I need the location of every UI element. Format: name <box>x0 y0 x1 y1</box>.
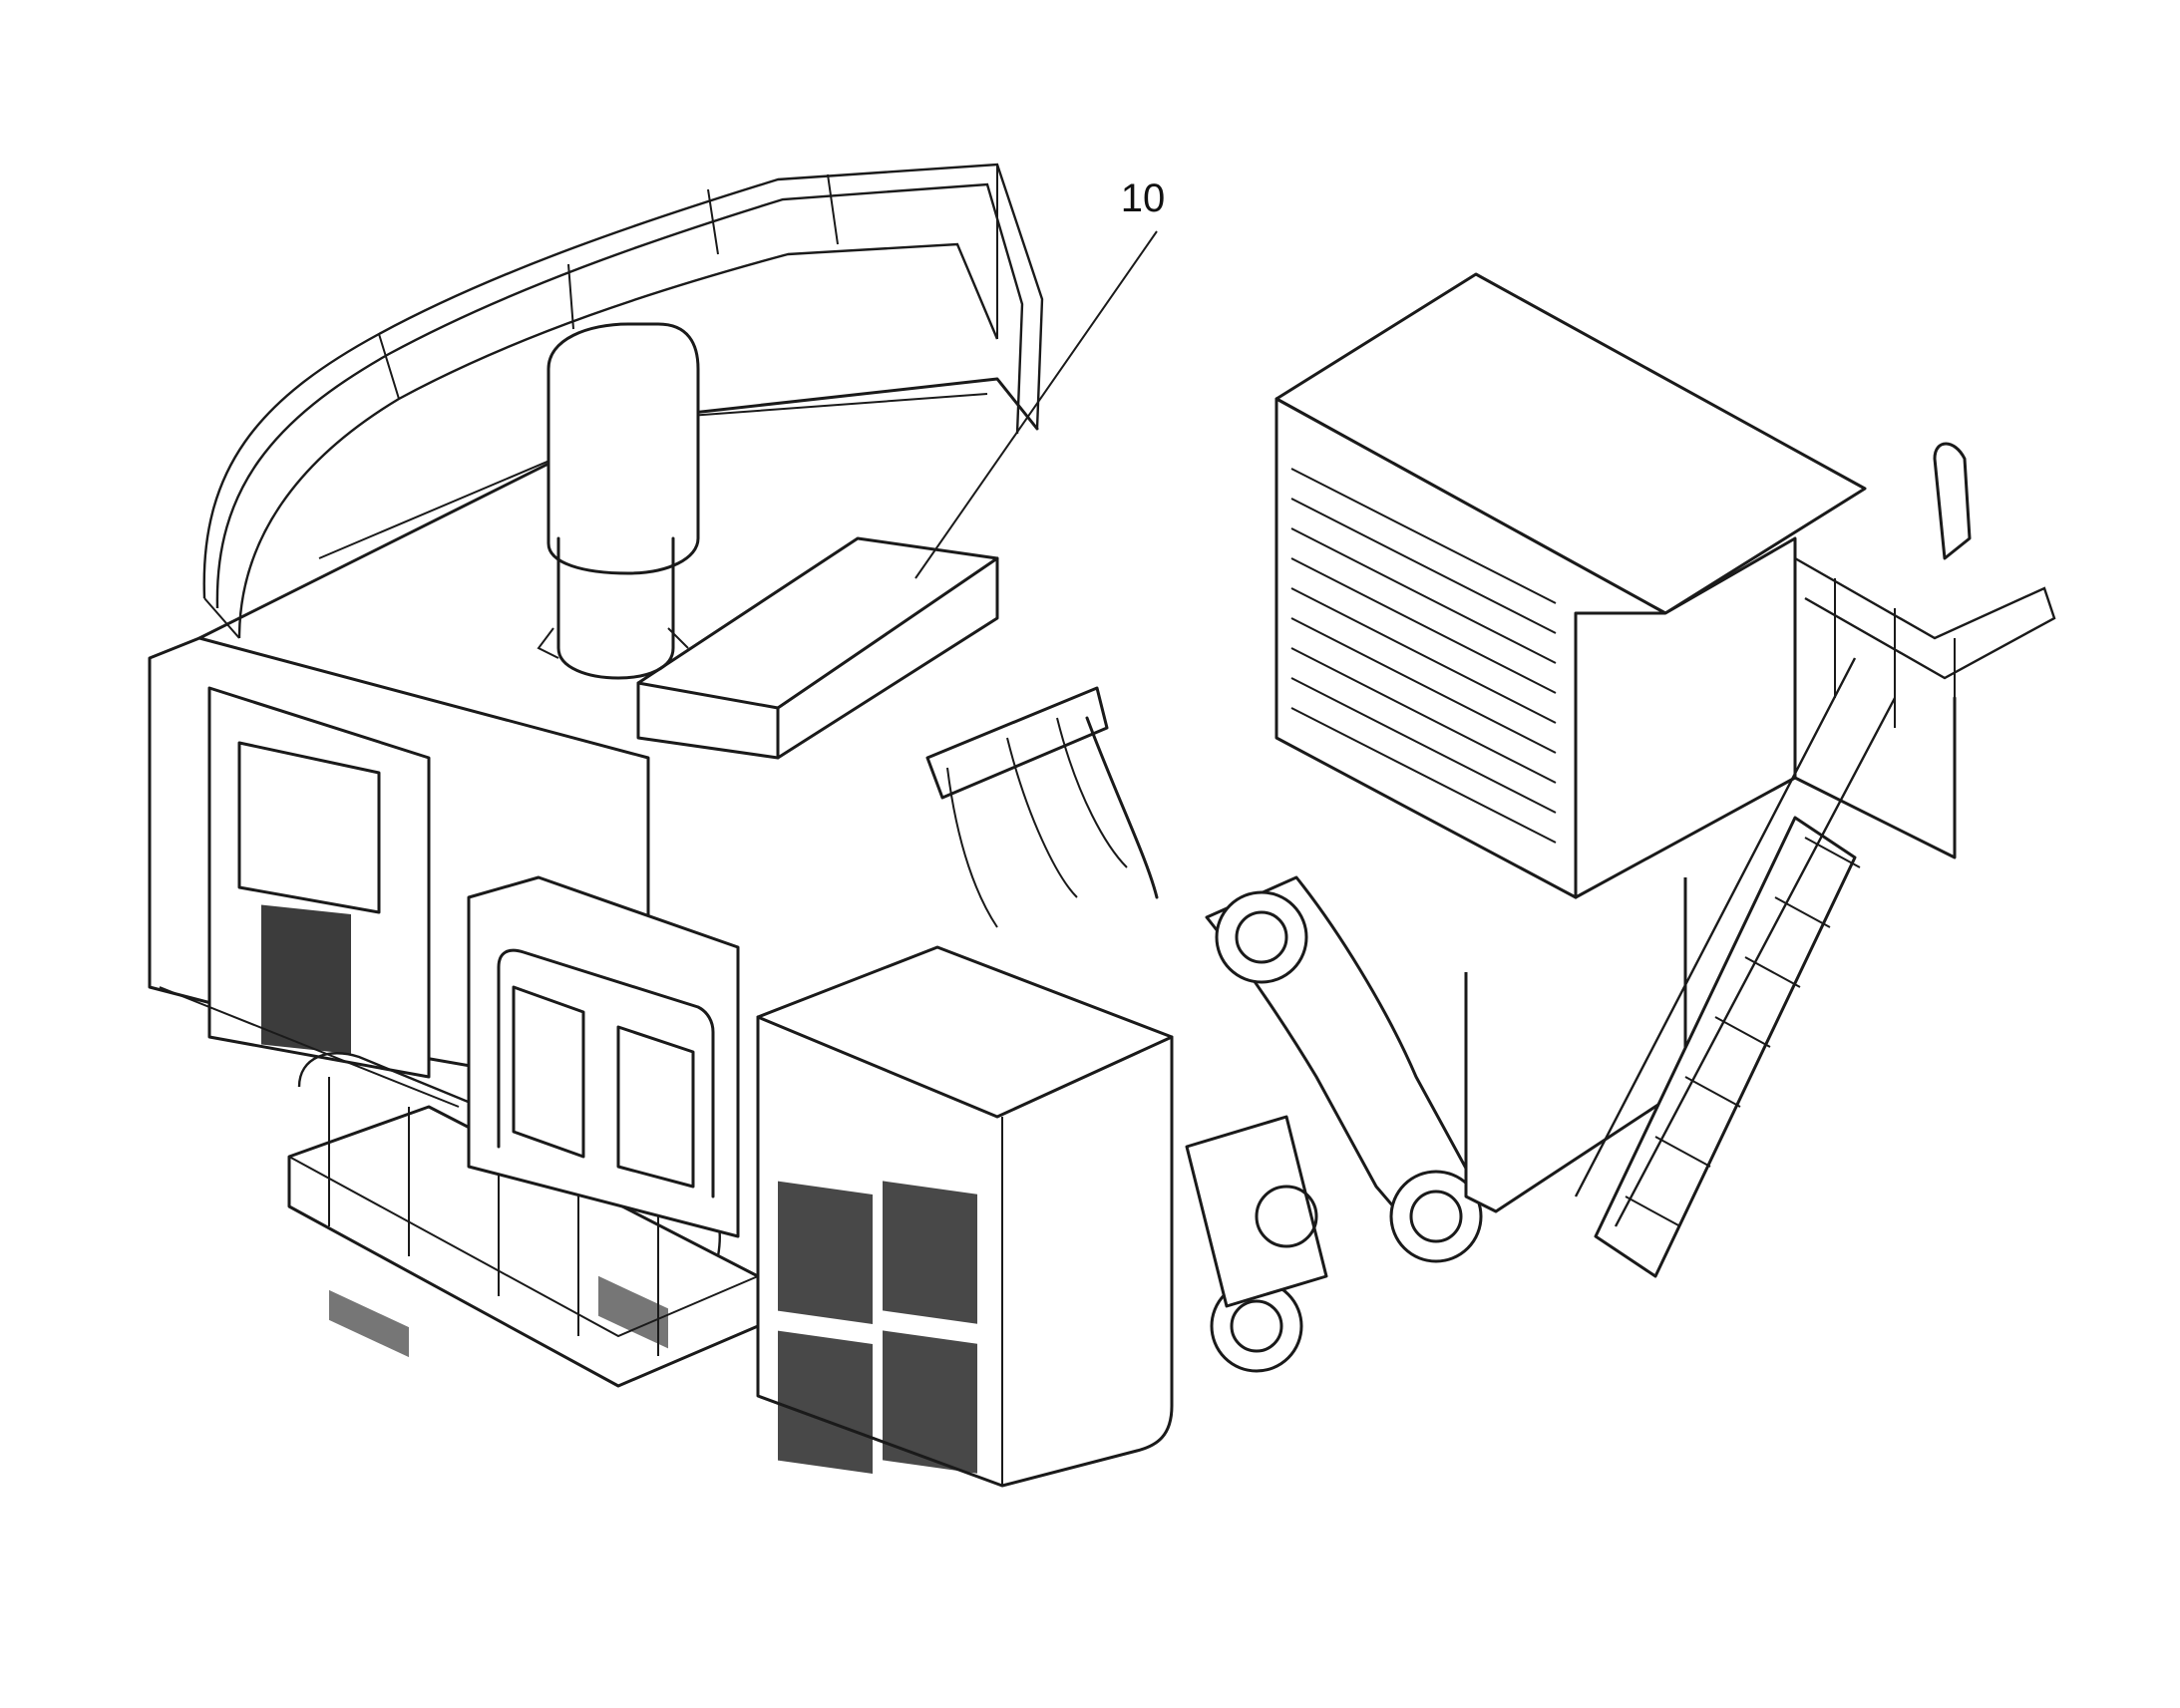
engine-module <box>636 536 999 760</box>
stairway <box>1574 657 1897 1278</box>
pulley-wheel-right <box>1389 1170 1483 1263</box>
cylindrical-tank <box>537 322 700 680</box>
upper-deck-guardrail <box>197 163 1044 640</box>
hose-assembly <box>925 686 1159 928</box>
callout-label: 10 <box>1121 176 1166 220</box>
center-enclosure <box>467 875 740 1238</box>
left-cabinet-grille <box>261 904 351 1054</box>
cab-vent-louvers <box>1290 468 1557 844</box>
radiator-grille <box>778 1181 977 1474</box>
right-cab <box>1274 272 1867 1213</box>
radiator-unit <box>756 945 1174 1488</box>
handle-bracket <box>1933 442 1972 560</box>
articulation-link <box>1185 875 1483 1373</box>
callout-10: 10 <box>914 176 1166 579</box>
pulley-wheel-upper <box>1215 890 1308 984</box>
right-platform <box>1793 442 2056 859</box>
callout-leader-line <box>914 230 1158 579</box>
